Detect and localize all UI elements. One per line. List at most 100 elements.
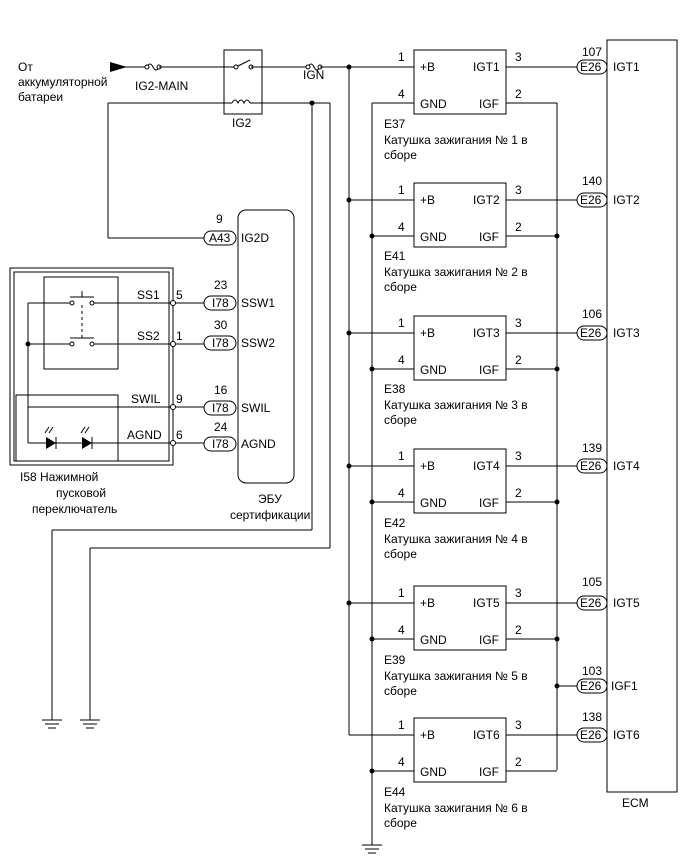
start-switch-contacts-box (43, 276, 119, 370)
ignition-coil-3: 1 +B 4 GND IGT3 IGF 3 2 E38 Катушка зажи… (346, 307, 640, 427)
ignition-coil-5: 1 +B 4 GND IGT5 IGF 3 2 E39 Катушка зажи… (346, 575, 640, 698)
svg-text:1: 1 (398, 449, 405, 463)
connector-badge (203, 400, 237, 416)
svg-text:1: 1 (398, 316, 405, 330)
connector-badge (203, 335, 237, 351)
svg-text:Катушка зажигания № 4 в: Катушка зажигания № 4 в (384, 532, 528, 546)
svg-text:107: 107 (582, 45, 602, 59)
svg-text:2: 2 (515, 486, 522, 500)
ignition-coil-6: 1 +B 4 GND IGT6 IGF 3 2 E44 Катушка зажи… (349, 710, 640, 830)
igf1-pin: 103 (582, 664, 602, 678)
start-switch-led-box (15, 394, 119, 462)
svg-text:IGF: IGF (479, 633, 499, 647)
cert-pin-label: SWIL (241, 401, 271, 415)
connector-badge (576, 678, 608, 694)
switch-wire-label: SS1 (137, 288, 160, 302)
svg-text:138: 138 (582, 710, 602, 724)
switch-pin-num: 1 (176, 329, 183, 343)
svg-text:E41: E41 (384, 249, 406, 263)
cert-pin-num: 23 (214, 278, 228, 292)
svg-text:2: 2 (515, 353, 522, 367)
switch-wire-label: SS2 (137, 329, 160, 343)
svg-text:4: 4 (398, 353, 405, 367)
svg-text:140: 140 (582, 174, 602, 188)
relay-switch-icon (235, 59, 251, 68)
connector-code: E26 (580, 679, 602, 693)
cert-pin-num: 16 (214, 383, 228, 397)
svg-text:GND: GND (420, 496, 447, 510)
connector-code: I78 (212, 437, 229, 451)
svg-text:2: 2 (515, 87, 522, 101)
source-label-line2: аккумуляторной (18, 75, 108, 89)
cert-ecu-label-line2: сертификации (230, 508, 310, 522)
svg-text:3: 3 (515, 586, 522, 600)
relay-label: IG2 (232, 116, 252, 130)
svg-text:E39: E39 (384, 653, 406, 667)
svg-text:E26: E26 (580, 326, 602, 340)
cert-pin-num: 9 (216, 212, 223, 226)
cert-pin-num: 30 (214, 318, 228, 332)
ecm-box (606, 39, 678, 793)
svg-text:сборе: сборе (384, 148, 417, 162)
ground-icon-1 (42, 719, 62, 729)
svg-text:1: 1 (398, 183, 405, 197)
ignition-coil-1: 1 +B 4 GND IGT1 IGF 3 2 E37 Катушка зажи… (372, 45, 640, 162)
svg-text:105: 105 (582, 575, 602, 589)
connector-code: I78 (212, 401, 229, 415)
source-label-line3: батареи (18, 90, 63, 104)
svg-text:GND: GND (420, 97, 447, 111)
svg-text:IGT2: IGT2 (473, 193, 500, 207)
svg-text:сборе: сборе (384, 280, 417, 294)
cert-pin-num: 24 (214, 420, 228, 434)
cert-pin-label: SSW2 (241, 336, 275, 350)
svg-text:E26: E26 (580, 728, 602, 742)
svg-text:IGT5: IGT5 (473, 596, 500, 610)
connector-badge (203, 230, 237, 246)
svg-text:2: 2 (515, 220, 522, 234)
svg-text:4: 4 (398, 486, 405, 500)
svg-text:139: 139 (582, 441, 602, 455)
ignition-coil-4: 1 +B 4 GND IGT4 IGF 3 2 E42 Катушка зажи… (346, 441, 640, 561)
svg-text:+B: +B (420, 60, 435, 74)
svg-text:E26: E26 (580, 459, 602, 473)
svg-text:IGT3: IGT3 (613, 326, 640, 340)
ecm-label: ECM (622, 796, 649, 810)
ground-icon-2 (80, 719, 100, 729)
svg-text:Катушка зажигания № 2 в: Катушка зажигания № 2 в (384, 265, 528, 279)
start-switch-label-line1: I58 Нажимной (20, 470, 98, 484)
ignition-coil-2: 1 +B 4 GND IGT2 IGF 3 2 E41 Катушка зажи… (346, 174, 640, 294)
svg-text:1: 1 (398, 586, 405, 600)
led-icon (82, 437, 92, 449)
start-switch-label-line2: пусковой (56, 486, 106, 500)
svg-text:Катушка зажигания № 3 в: Катушка зажигания № 3 в (384, 398, 528, 412)
relay-ig2-box (223, 49, 263, 115)
svg-text:Катушка зажигания № 1 в: Катушка зажигания № 1 в (384, 133, 528, 147)
svg-text:1: 1 (398, 50, 405, 64)
svg-text:+B: +B (420, 326, 435, 340)
svg-text:IGT6: IGT6 (613, 728, 640, 742)
switch-wire-label: SWIL (131, 392, 161, 406)
svg-text:1: 1 (398, 718, 405, 732)
switch-pin-num: 9 (176, 392, 183, 406)
svg-text:Катушка зажигания № 5 в: Катушка зажигания № 5 в (384, 669, 528, 683)
svg-text:IGT5: IGT5 (613, 596, 640, 610)
led-icon (46, 437, 56, 449)
svg-text:GND: GND (420, 633, 447, 647)
svg-text:E38: E38 (384, 382, 406, 396)
fuse-main-icon (146, 63, 160, 71)
connector-code: I78 (212, 296, 229, 310)
svg-text:2: 2 (515, 623, 522, 637)
svg-text:4: 4 (398, 220, 405, 234)
svg-text:сборе: сборе (384, 413, 417, 427)
svg-text:GND: GND (420, 230, 447, 244)
svg-text:4: 4 (398, 623, 405, 637)
connector-badge (203, 436, 237, 452)
svg-text:E44: E44 (384, 785, 406, 799)
svg-text:IGF: IGF (479, 97, 499, 111)
svg-text:3: 3 (515, 718, 522, 732)
connector-code: A43 (209, 231, 231, 245)
switch-wire-label: AGND (127, 428, 162, 442)
svg-text:IGT4: IGT4 (473, 459, 500, 473)
svg-text:E42: E42 (384, 516, 406, 530)
svg-text:GND: GND (420, 363, 447, 377)
